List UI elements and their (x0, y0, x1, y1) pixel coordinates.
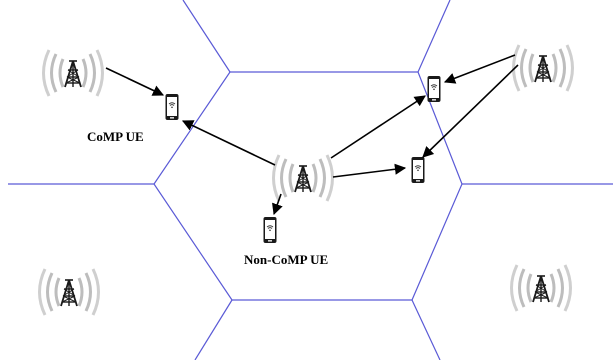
cell-tower-icon (510, 263, 572, 313)
base-stations (38, 43, 574, 317)
cell-boundaries (8, 0, 613, 360)
cell-border-line (411, 299, 441, 360)
signal-arrow (181, 120, 276, 166)
comp-ue-label: CoMP UE (87, 129, 144, 144)
mobile-phone-icon (411, 156, 425, 184)
user-equipments (165, 75, 441, 244)
cell-border-line (182, 0, 231, 73)
signal-arrow (443, 54, 516, 84)
signal-links (105, 54, 519, 216)
mobile-phone-icon (427, 75, 441, 103)
cell-tower-icon (42, 48, 104, 98)
cell-tower-icon (38, 267, 100, 317)
signal-arrow (330, 95, 426, 159)
cell-tower-icon (272, 153, 334, 203)
mobile-phone-icon (165, 93, 179, 121)
signal-arrow (422, 64, 519, 158)
signal-arrow (105, 67, 165, 96)
mobile-phone-icon (263, 216, 277, 244)
signal-arrow (272, 193, 283, 216)
cell-border-line (194, 299, 233, 360)
cell-border-line (417, 0, 451, 73)
cell-tower-icon (512, 43, 574, 93)
signal-arrow (332, 163, 407, 178)
non-comp-ue-label: Non-CoMP UE (244, 252, 328, 267)
